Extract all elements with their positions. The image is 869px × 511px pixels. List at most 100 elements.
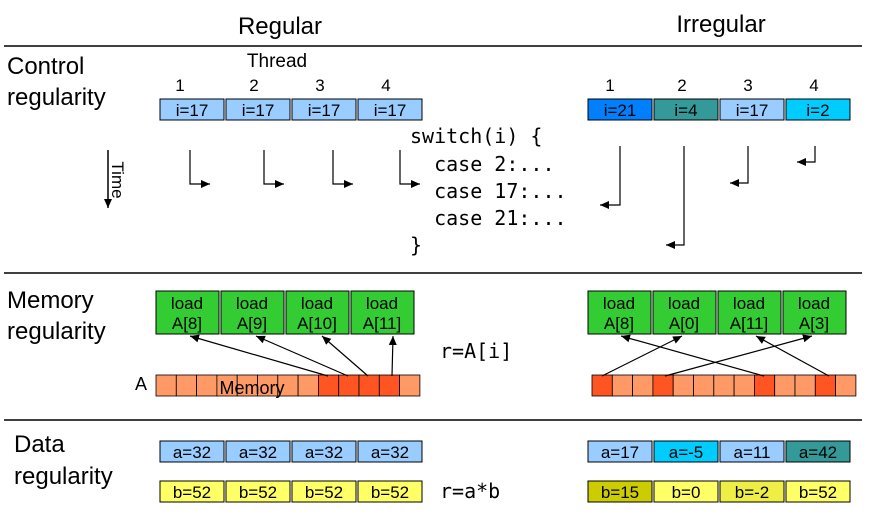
load-target: A[11]	[363, 314, 401, 333]
thread-number: 2	[249, 76, 258, 95]
load-box	[285, 290, 350, 335]
thread-number: 1	[605, 76, 614, 95]
memory-access-arrow	[620, 334, 765, 377]
load-target: A[8]	[172, 314, 202, 333]
code-line: }	[410, 233, 422, 257]
regular-exec-arrows	[189, 150, 420, 188]
data-value-box	[785, 480, 851, 503]
memory-cell	[358, 374, 380, 397]
irregular-header: Irregular	[676, 11, 765, 38]
exec-arrow	[600, 146, 621, 209]
load-op: load	[798, 294, 830, 313]
regular-header: Regular	[238, 13, 322, 40]
thread-value-box	[653, 98, 719, 121]
memory-access-arrow	[755, 335, 830, 377]
regular-memory-arrows	[189, 334, 397, 377]
memory-access-arrow	[664, 334, 813, 377]
memory-cell	[611, 374, 633, 397]
code-line: case 2:...	[410, 152, 555, 176]
load-op: load	[366, 294, 398, 313]
memory-cell	[794, 374, 816, 397]
thread-value: i=17	[242, 101, 275, 120]
exec-arrow	[332, 150, 353, 188]
array-label: A	[135, 374, 147, 394]
switch-code: switch(i) { case 2:... case 17:... case …	[410, 124, 567, 257]
control-regular-boxes: i=17 i=17 i=17 i=17	[159, 98, 423, 121]
memory-cell	[835, 374, 857, 397]
data-value-box	[653, 440, 719, 463]
thread-value: i=21	[604, 101, 637, 120]
data-value: a=-5	[669, 443, 704, 462]
thread-number: 4	[809, 76, 818, 95]
data-value: b=52	[239, 483, 277, 502]
control-label-line2: regularity	[7, 84, 106, 111]
data-label-line1: Data	[14, 431, 65, 458]
thread-number: 3	[743, 76, 752, 95]
load-op: load	[236, 294, 268, 313]
memory-cell	[652, 374, 674, 397]
data-value-box	[785, 440, 851, 463]
memory-regular-loads: load A[8] load A[9] load A[10] load A[11…	[155, 290, 415, 335]
data-value-box	[291, 480, 357, 503]
exec-arrow	[666, 146, 685, 249]
data-value-box	[719, 480, 785, 503]
data-value-box	[159, 440, 225, 463]
load-box	[587, 290, 652, 335]
load-op: load	[301, 294, 333, 313]
memory-access-arrow	[255, 335, 349, 377]
load-target: A[9]	[237, 314, 267, 333]
memory-access-arrow	[321, 335, 369, 377]
memory-cell	[713, 374, 735, 397]
memory-array-regular	[155, 374, 421, 397]
data-value-box	[225, 440, 291, 463]
data-value: b=52	[305, 483, 343, 502]
load-op: load	[733, 294, 765, 313]
thread-numbers-irregular: 1 2 3 4	[605, 76, 818, 95]
thread-numbers-regular: 1 2 3 4	[175, 76, 390, 95]
memory-cell	[672, 374, 694, 397]
data-value-box	[653, 480, 719, 503]
thread-number: 2	[677, 76, 686, 95]
memory-cell	[774, 374, 796, 397]
memory-cell	[175, 374, 198, 397]
load-box	[350, 290, 415, 335]
memory-cell	[378, 374, 400, 397]
thread-value-box	[225, 98, 291, 121]
data-value: a=32	[173, 443, 211, 462]
irregular-exec-arrows	[600, 146, 816, 249]
memory-cell	[338, 374, 360, 397]
thread-label: Thread	[247, 51, 307, 72]
data-value-box	[225, 480, 291, 503]
data-value-box	[719, 440, 785, 463]
code-line: switch(i) {	[410, 124, 542, 148]
memory-label-line2: regularity	[7, 318, 106, 345]
thread-value: i=17	[308, 101, 341, 120]
data-value: b=0	[672, 483, 701, 502]
load-box	[155, 290, 220, 335]
load-box	[717, 290, 782, 335]
memory-cell	[754, 374, 776, 397]
load-target: A[10]	[297, 314, 337, 333]
exec-arrow	[189, 150, 210, 188]
load-op: load	[668, 294, 700, 313]
data-value-box	[587, 440, 653, 463]
load-target: A[0]	[669, 314, 699, 333]
exec-arrow	[399, 150, 420, 188]
data-value: a=42	[799, 443, 837, 462]
data-irregular-b: b=15 b=0 b=-2 b=52	[587, 480, 851, 503]
exec-arrow	[263, 150, 284, 188]
load-box	[652, 290, 717, 335]
data-expression: r=a*b	[440, 479, 500, 503]
thread-value-box	[291, 98, 357, 121]
memory-irregular-loads: load A[8] load A[0] load A[11] load A[3]	[587, 290, 847, 335]
control-label-line1: Control	[7, 53, 84, 80]
time-label: Time	[108, 161, 127, 198]
memory-cell	[733, 374, 755, 397]
data-value: a=32	[239, 443, 277, 462]
data-value: b=-2	[735, 483, 770, 502]
data-value: b=15	[601, 483, 639, 502]
memory-expression: r=A[i]	[440, 339, 512, 363]
thread-number: 1	[175, 76, 184, 95]
data-value: b=52	[173, 483, 211, 502]
